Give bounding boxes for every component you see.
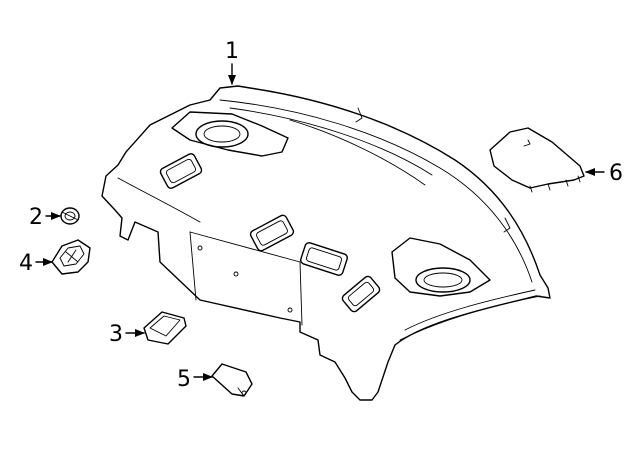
callout-number-2: 2: [29, 205, 43, 230]
callout-number-6: 6: [609, 161, 623, 186]
callout-number-4: 4: [19, 251, 33, 276]
side-trim-panel: [489, 127, 585, 193]
switch-bracket: [51, 239, 91, 275]
callout-number-5: 5: [177, 367, 191, 392]
callout-number-3: 3: [109, 322, 123, 347]
cover-plate: [143, 311, 187, 345]
leader-lines: [35, 63, 605, 381]
package-tray-panel: [101, 85, 551, 401]
grommet-clip: [60, 207, 80, 225]
callout-number-1: 1: [225, 39, 239, 64]
end-cap: [211, 363, 253, 397]
